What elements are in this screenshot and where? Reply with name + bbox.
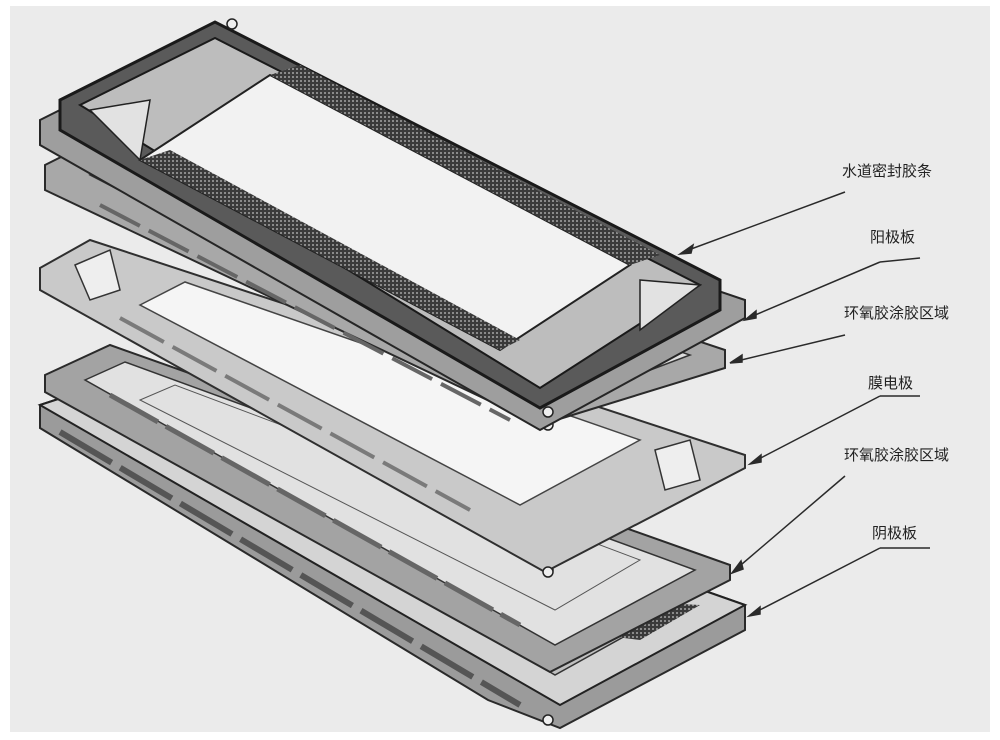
epoxy-glue-frame-lower xyxy=(44,343,731,674)
label-epoxy-area-upper: 环氧胶涂胶区域 xyxy=(844,304,950,322)
water-channel-sealing-strip xyxy=(58,18,722,418)
callout-line-0 xyxy=(677,191,846,256)
callout-line-2 xyxy=(729,334,846,364)
label-cathode-plate: 阴极板 xyxy=(872,524,918,542)
label-membrane-electrode: 膜电极 xyxy=(868,374,914,392)
membrane-electrode xyxy=(39,238,746,578)
label-anode-plate: 阳极板 xyxy=(870,228,916,246)
callout-line-3 xyxy=(747,395,920,466)
label-epoxy-area-lower: 环氧胶涂胶区域 xyxy=(844,446,950,464)
callout-line-1 xyxy=(742,257,921,322)
callout-line-4 xyxy=(729,475,846,575)
label-water-channel-seal: 水道密封胶条 xyxy=(842,162,933,180)
callout-line-5 xyxy=(746,547,930,618)
callout-lines xyxy=(677,191,930,618)
